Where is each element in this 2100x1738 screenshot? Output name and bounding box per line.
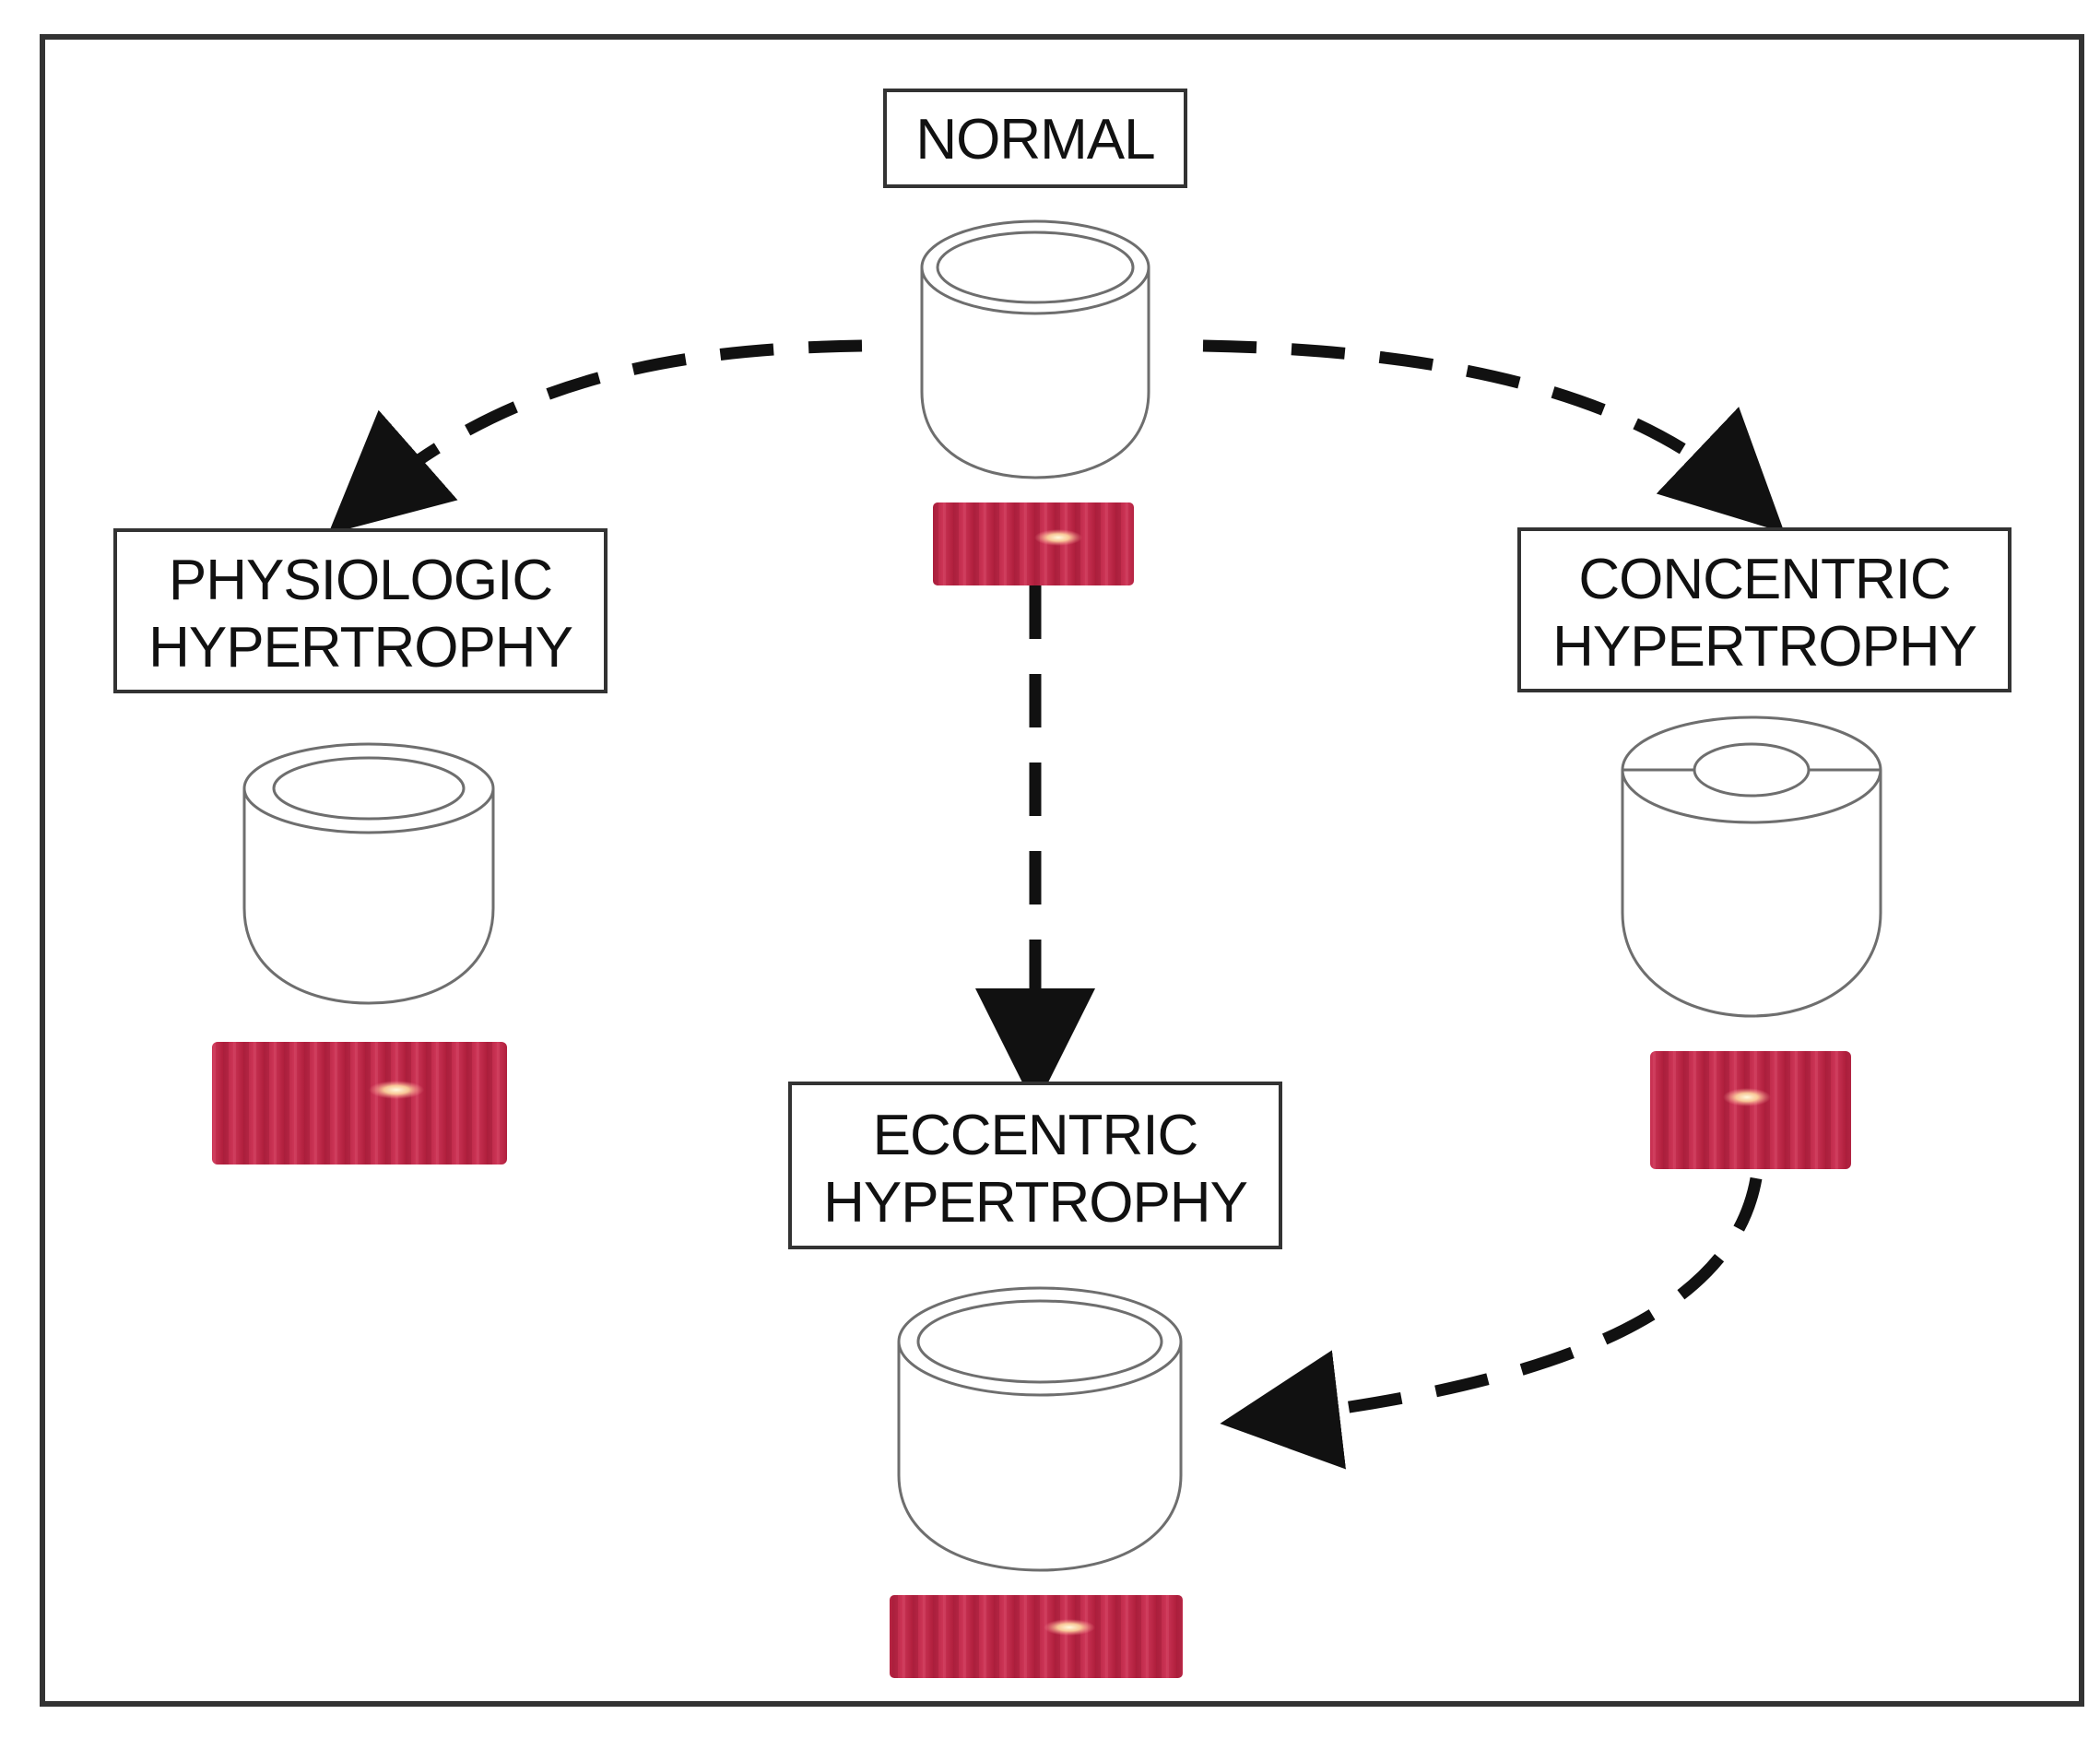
muscle-fiber-normal [933, 502, 1134, 585]
heart-eccentric-icon [897, 1286, 1183, 1572]
label-physiologic-line1: PHYSIOLOGIC [169, 549, 552, 612]
label-normal-text: NORMAL [915, 108, 1154, 171]
arrow-normal-to-physiologic [327, 339, 863, 535]
label-physiologic: PHYSIOLOGIC HYPERTROPHY [113, 528, 608, 693]
arrow-normal-to-concentric [1202, 339, 1785, 533]
label-concentric-line1: CONCENTRIC [1578, 548, 1950, 611]
muscle-fiber-physiologic [212, 1042, 507, 1165]
label-eccentric-line1: ECCENTRIC [873, 1104, 1198, 1167]
heart-concentric-icon [1621, 715, 1882, 1018]
label-eccentric-line2: HYPERTROPHY [823, 1171, 1247, 1235]
label-concentric-line2: HYPERTROPHY [1552, 615, 1976, 679]
label-concentric: CONCENTRIC HYPERTROPHY [1517, 527, 2012, 692]
muscle-fiber-concentric [1650, 1051, 1851, 1169]
arrows [327, 339, 1785, 1470]
heart-physiologic-icon [242, 742, 495, 1005]
muscle-fiber-eccentric [890, 1595, 1183, 1678]
arrow-concentric-to-eccentric [1220, 1176, 1763, 1470]
label-normal: NORMAL [883, 89, 1187, 188]
label-physiologic-line2: HYPERTROPHY [148, 616, 572, 680]
label-eccentric: ECCENTRIC HYPERTROPHY [788, 1082, 1282, 1249]
heart-normal-icon [920, 219, 1150, 479]
